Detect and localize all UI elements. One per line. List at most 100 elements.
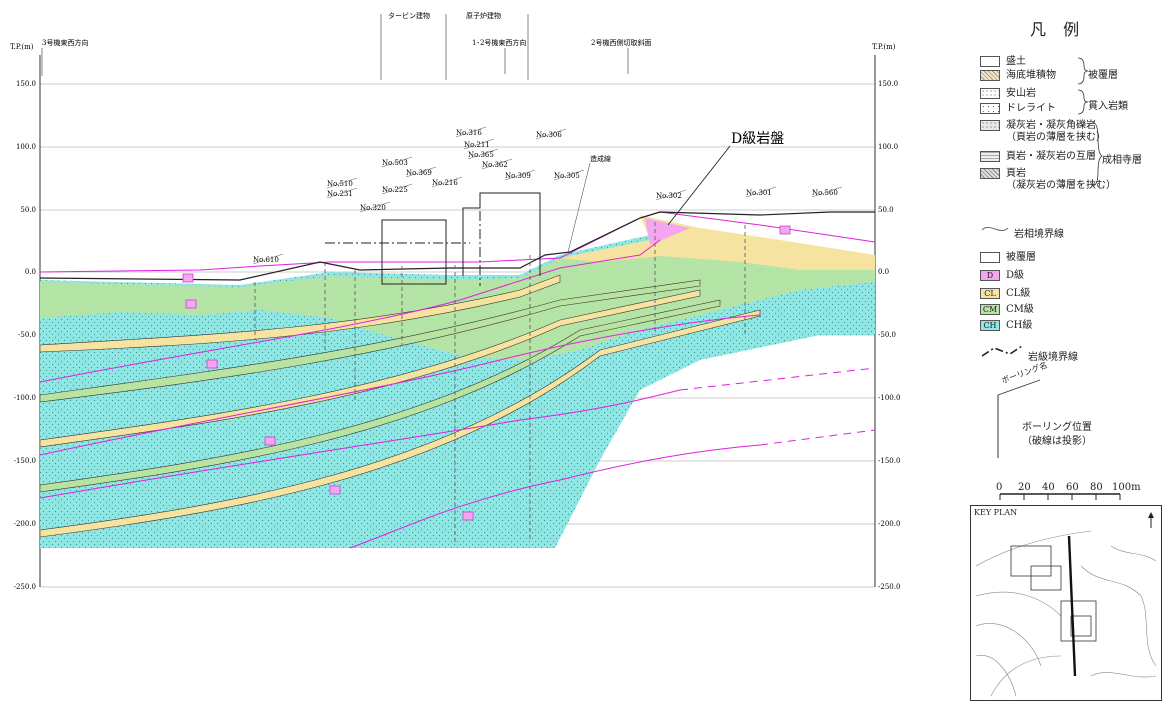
borehole-leader [553,169,585,181]
borehole-leader [535,128,567,140]
d-swatch: D [980,270,1000,281]
key-plan-label: KEY PLAN [974,508,1018,517]
tick-right: -200.0 [878,520,900,528]
borehole-label: No.216 [432,179,458,187]
rock-mass-fill [39,215,875,548]
cl-band-2 [39,279,701,403]
ground-surface [39,211,875,281]
borehole-leader [326,177,358,189]
facies-boundary-label: 岩相境界線 [1014,229,1064,240]
borehole-label: No.610 [253,256,279,264]
cl-grade-wedge [640,215,875,258]
cm-swatch: CM [980,304,1000,315]
borehole-label: No.316 [456,129,482,137]
d-grade-rock-label: D級岩盤 [731,131,784,147]
tuff-label: 凝灰岩・凝灰角礫岩 [1006,120,1096,131]
boreholes [254,222,746,545]
borehole-leader [381,183,413,195]
cl-grade-upper [560,240,875,270]
elevation-ticks-right: 150.0 100.0 50.0 0.0 -50.0 -100.0 -150.0… [878,80,900,591]
tick-right: 150.0 [878,80,898,88]
scale-label-100: 100m [1112,482,1141,493]
borehole-label: No.231 [327,190,353,198]
borehole-label: No.503 [382,159,408,167]
cl-band-1 [39,274,561,353]
grade-tags [182,225,791,521]
borehole-label: No.306 [536,131,562,139]
fill-label: 盛土 [1006,56,1026,67]
turbine-building-label: タービン建物 [388,11,430,20]
d-grade-leader [667,145,731,226]
tick-left: -250.0 [14,583,36,591]
borehole-leader [381,156,413,168]
direction-west-label: 3号機東西方向 [42,38,88,47]
reactor-building-label: 原子炉建物 [466,11,501,20]
tick-right: -50.0 [878,331,896,339]
tuff-sub: （頁岩の薄層を挟む） [1006,132,1106,143]
group-intrusive: 貫入岩類 [1088,101,1128,112]
tick-left: 50.0 [20,206,36,214]
legend-title: 凡 例 [1030,20,1086,39]
borehole-leader [655,189,687,201]
grade-boundary-label: 岩級境界線 [1028,352,1078,363]
borehole-label: No.362 [482,161,508,169]
elevation-ticks-left: 150.0 100.0 50.0 0.0 -50.0 -100.0 -150.0… [14,80,36,591]
tuff-swatch [980,120,1000,131]
ch-grade-label: CH級 [1006,320,1033,331]
borehole-label: No.369 [406,169,432,177]
borehole-leader [455,126,487,138]
tick-right: -100.0 [878,394,900,402]
shale-swatch [980,168,1000,179]
alternation-swatch [980,151,1000,162]
tick-left: 100.0 [16,143,36,151]
cl-swatch: CL [980,288,1000,299]
geologic-cross-section: T.P.(m) T.P.(m) 150.0 100.0 50.0 0.0 -50… [10,11,900,591]
borehole-leader [504,169,536,181]
building-outlines [325,192,541,286]
fill-swatch [980,56,1000,67]
key-plan-map: KEY PLAN [970,505,1162,701]
borehole-labels: No.510No.231No.320No.503No.225No.369No.2… [252,126,843,265]
building-leader-lines [380,14,529,80]
borehole-leader [811,186,843,198]
cover-grade-label: 被覆層 [1006,252,1036,263]
borehole-label: No.320 [360,204,386,212]
scale-label-60: 60 [1066,482,1079,493]
tick-right: 100.0 [878,143,898,151]
alternation-label: 頁岩・凝灰岩の互層 [1006,151,1096,162]
axis-label-right: T.P.(m) [872,43,896,51]
group-formation: 成相寺層 [1102,155,1142,166]
tick-left: 150.0 [16,80,36,88]
tick-left: 0.0 [25,268,36,276]
tick-right: -250.0 [878,583,900,591]
units12-direction-label: 1･2号機東西方向 [472,38,526,47]
borehole-label: No.302 [656,192,682,200]
d-grade-boundaries [39,211,876,549]
slope-label: 2号機西側切取斜面 [591,38,651,47]
group-cover: 被覆層 [1088,70,1118,81]
borehole-label: No.211 [464,141,490,149]
d-grade-wedge [645,218,690,245]
borehole-leader [326,187,358,199]
borehole-label: No.510 [327,180,353,188]
marine-swatch [980,70,1000,81]
shale-sub: （凝灰岩の薄層を挟む） [1006,180,1116,191]
fill-line-label: 造成線 [590,154,611,163]
section-svg: T.P.(m) T.P.(m) 150.0 100.0 50.0 0.0 -50… [10,11,900,591]
ch-swatch: CH [980,320,1000,331]
shale-label: 頁岩 [1006,168,1026,179]
legend-brackets [981,57,1121,500]
scale-label-20: 20 [1018,482,1031,493]
cl-band-5 [39,309,761,538]
tick-right: 0.0 [878,268,889,276]
borehole-leader [405,166,437,178]
borehole-leader [467,148,499,160]
tick-right: -150.0 [878,457,900,465]
turbine-building [381,219,447,285]
tick-left: -50.0 [18,331,36,339]
borehole-label: No.560 [812,189,838,197]
borehole-label: No.365 [468,151,494,159]
key-plan-drawing [975,512,1157,697]
borehole-leader [359,201,391,213]
borehole-label: No.309 [505,172,531,180]
